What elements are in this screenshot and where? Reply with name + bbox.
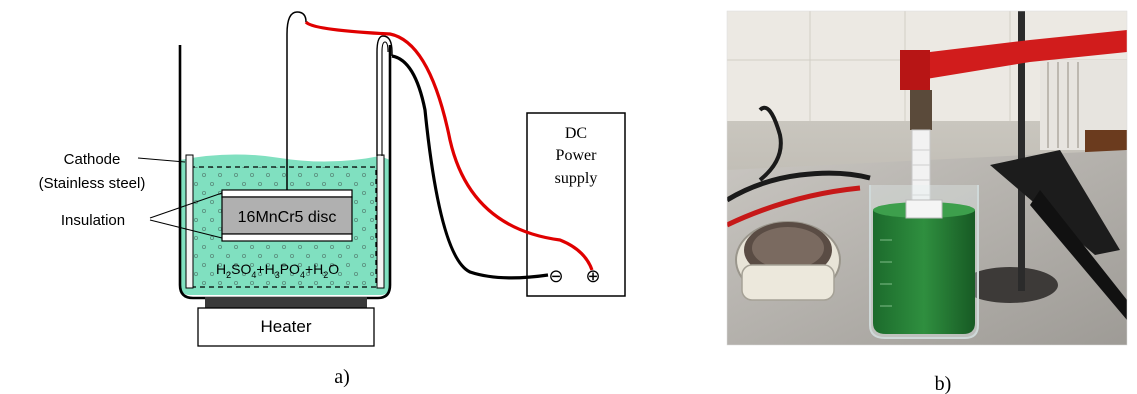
power-supply-line1: DC (565, 125, 587, 142)
panel-b-caption: b) (935, 373, 952, 394)
insulation-bottom (222, 234, 352, 241)
heater-plate (205, 297, 367, 308)
disc-label: 16MnCr5 disc (238, 209, 337, 226)
cathode-leader-line (138, 158, 185, 162)
negative-terminal-symbol: ⊖ (548, 266, 563, 286)
power-supply-line2: Power (556, 147, 598, 164)
insulation-top (222, 190, 352, 197)
cathode-plate-right (377, 155, 384, 288)
cathode-plate-left (186, 155, 193, 288)
panel-a-diagram: Cathode (Stainless steel) Insulation 16M… (39, 12, 625, 388)
cathode-label: Cathode (64, 151, 121, 168)
black-wire (392, 56, 548, 278)
panel-a-caption: a) (334, 366, 350, 388)
positive-terminal-symbol: ⊕ (585, 266, 600, 286)
cathode-sublabel: (Stainless steel) (39, 175, 146, 192)
power-supply-line3: supply (555, 170, 598, 187)
insulation-label: Insulation (61, 212, 125, 229)
panel-b-photo: b) (727, 11, 1127, 394)
heater-label: Heater (260, 317, 311, 336)
